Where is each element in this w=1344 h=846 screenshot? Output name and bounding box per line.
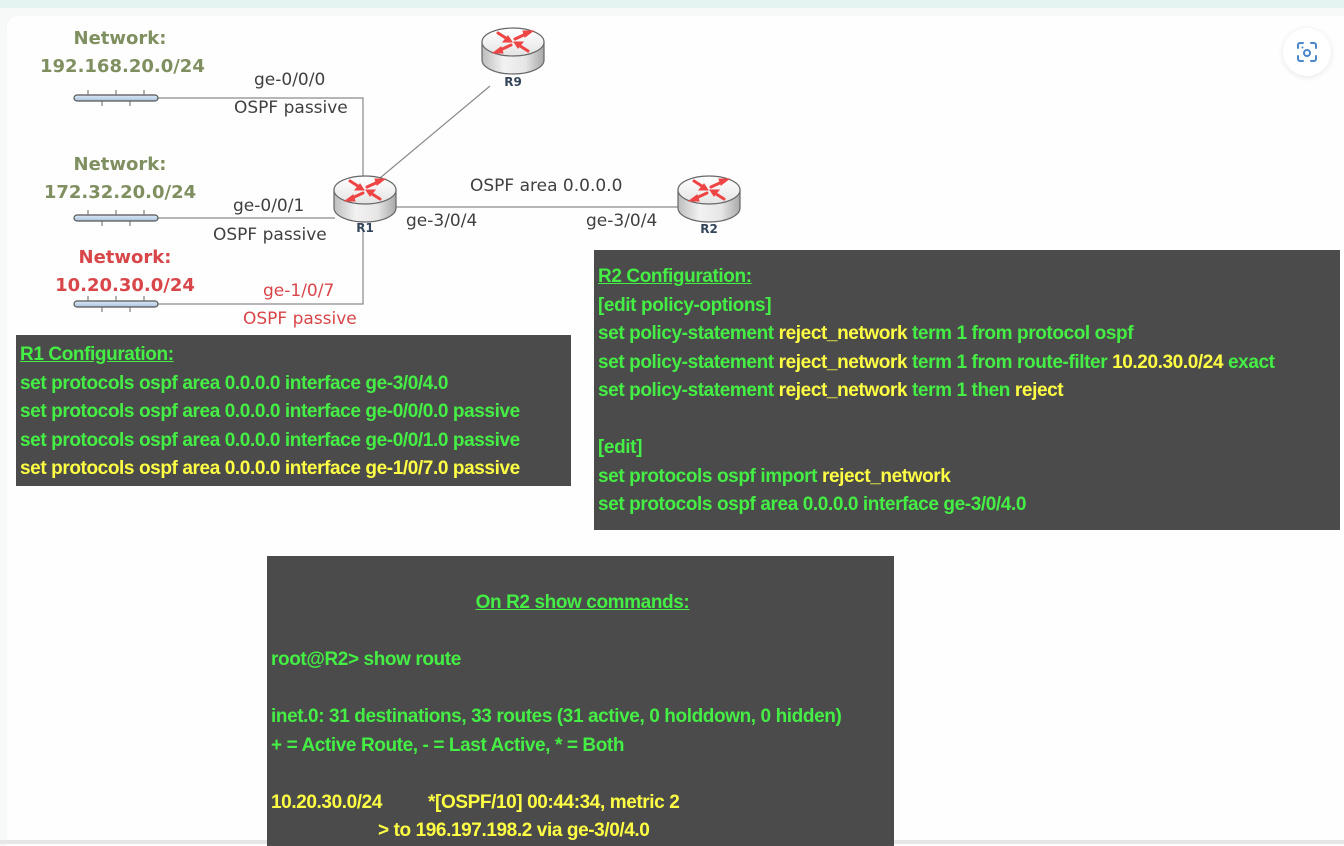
router-r9-label: R9 [504, 75, 522, 89]
network-segment-10-20-30 [73, 295, 159, 313]
blank-line [271, 618, 894, 647]
blank-line [598, 406, 1340, 435]
network-2-interface: ge-0/0/1 [233, 196, 305, 216]
network-2-prefix: 172.32.20.0/24 [43, 182, 197, 203]
route-info: *[OSPF/10] 00:44:34, metric 2 [428, 791, 680, 813]
network-1-title: Network: [73, 28, 167, 49]
network-segment-192-168-20 [73, 89, 159, 107]
network-1-prefix: 192.168.20.0/24 [40, 56, 205, 77]
blank-line [271, 760, 894, 789]
r1-link-interface: ge-3/0/4 [406, 211, 478, 231]
link-ge-0-0-0 [158, 97, 364, 182]
network-3-prefix: 10.20.30.0/24 [55, 275, 195, 296]
link-r1-r9 [379, 85, 491, 179]
router-r2-icon: R2 [676, 174, 742, 236]
router-r9-icon: R9 [480, 26, 546, 89]
route-prefix: 10.20.30.0/24 [271, 791, 383, 813]
r1-config-line: set protocols ospf area 0.0.0.0 interfac… [20, 429, 520, 451]
router-r2-label: R2 [700, 222, 718, 236]
r2-import-line: set protocols ospf import reject_network [598, 465, 951, 487]
network-3-mode: OSPF passive [243, 309, 357, 329]
route-legend: + = Active Route, - = Last Active, * = B… [271, 734, 625, 756]
r2-link-interface: ge-3/0/4 [586, 211, 658, 231]
show-route-prompt: root@R2> show route [271, 649, 461, 670]
r1-config-panel: R1 Configuration: set protocols ospf are… [16, 335, 571, 486]
route-entry: 10.20.30.0/24 *[OSPF/10] 00:44:34, metric… [271, 789, 894, 818]
r1-config-line-highlighted: set protocols ospf area 0.0.0.0 interfac… [20, 458, 520, 479]
network-2-mode: OSPF passive [213, 225, 327, 245]
show-commands-title: On R2 show commands: [475, 592, 690, 613]
r1-config-line: set protocols ospf area 0.0.0.0 interfac… [20, 372, 449, 394]
network-1-interface: ge-0/0/0 [254, 70, 326, 90]
network-segment-172-32-20 [73, 209, 159, 227]
r2-policy-line: set policy-statement reject_network term… [598, 351, 1275, 373]
r2-policy-line: set policy-statement reject_network term… [598, 380, 1064, 401]
route-summary: inet.0: 31 destinations, 33 routes (31 a… [271, 706, 842, 727]
r1-config-title: R1 Configuration: [20, 344, 174, 365]
r2-policy-line: set policy-statement reject_network term… [598, 323, 1134, 344]
show-commands-panel: On R2 show commands: root@R2> show route… [267, 556, 894, 846]
r1-config-line: set protocols ospf area 0.0.0.0 interfac… [20, 401, 520, 422]
screen-capture-button[interactable] [1283, 28, 1331, 76]
network-1-mode: OSPF passive [234, 98, 348, 118]
network-2-title: Network: [73, 154, 167, 175]
router-r1-label: R1 [356, 221, 374, 235]
r2-edit-policy-options: [edit policy-options] [598, 294, 772, 316]
router-r1-icon: R1 [332, 174, 398, 235]
screen-capture-icon [1297, 42, 1317, 62]
r2-config-panel: R2 Configuration: [edit policy-options] … [594, 250, 1340, 530]
network-3-title: Network: [78, 247, 172, 268]
r2-area-line: set protocols ospf area 0.0.0.0 interfac… [598, 494, 1027, 515]
route-next-hop: > to 196.197.198.2 via ge-3/0/4.0 [378, 820, 650, 841]
link-ge-1-0-7 [158, 232, 364, 305]
network-3-interface: ge-1/0/7 [263, 281, 335, 301]
top-strip [0, 0, 1344, 8]
ospf-area-label: OSPF area 0.0.0.0 [470, 176, 623, 196]
r2-config-title: R2 Configuration: [598, 266, 752, 287]
r2-edit-root: [edit] [598, 437, 643, 458]
blank-line [271, 675, 894, 704]
